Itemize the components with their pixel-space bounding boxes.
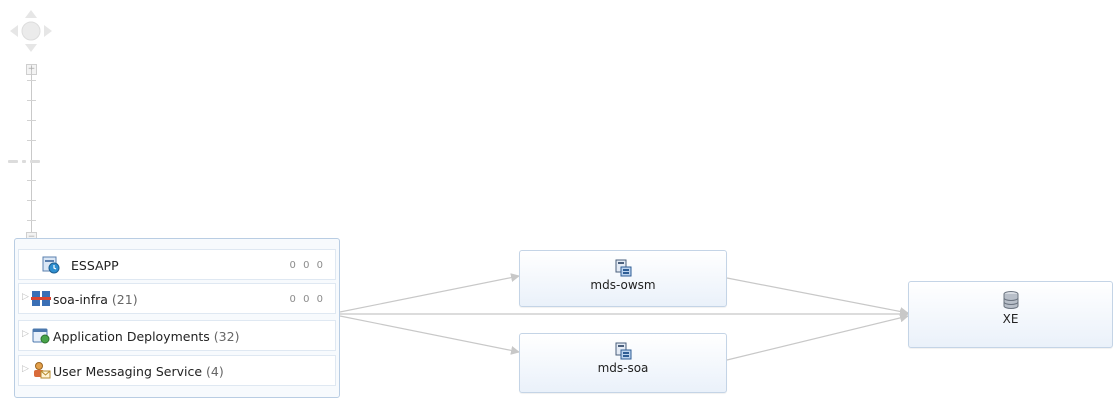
list-item-user-messaging-service[interactable]: ▷ User Messaging Service (4) — [18, 355, 336, 386]
pan-down-icon — [25, 44, 37, 52]
list-item-label: ESSAPP — [71, 258, 119, 273]
node-mds-owsm[interactable]: mds-owsm — [519, 250, 727, 307]
pan-right-icon — [44, 25, 52, 37]
expand-icon[interactable]: ▷ — [22, 292, 29, 302]
list-item-label: Application Deployments (32) — [53, 329, 240, 344]
datasource-icon — [615, 342, 632, 360]
list-item-soa-infra[interactable]: ▷ soa-infra (21) 0 0 0 — [18, 283, 336, 314]
node-label: mds-soa — [597, 361, 649, 375]
list-item-label: User Messaging Service (4) — [53, 364, 224, 379]
app-deployment-icon — [32, 328, 50, 344]
zoom-slider-thumb[interactable] — [8, 158, 52, 164]
status-counts: 0 0 0 — [289, 260, 325, 271]
expand-icon[interactable]: ▷ — [22, 364, 29, 374]
edge-panel-to-mds-owsm — [339, 273, 520, 313]
edge-mds-owsm-to-xe — [726, 277, 909, 316]
node-label: mds-owsm — [590, 278, 656, 292]
edge-panel-to-mds-soa — [339, 315, 520, 355]
list-item-application-deployments[interactable]: ▷ Application Deployments (32) — [18, 320, 336, 351]
edge-mds-soa-to-xe — [726, 313, 909, 361]
messaging-service-icon — [34, 362, 51, 379]
pan-up-icon — [25, 10, 37, 18]
zoom-slider-track[interactable] — [27, 70, 36, 238]
target-list-panel: ESSAPP 0 0 0 ▷ soa-infra (21) 0 0 0 ▷ Ap… — [14, 238, 340, 398]
soa-composite-icon — [31, 291, 51, 306]
node-label: XE — [1002, 312, 1019, 326]
pan-left-icon — [10, 25, 18, 37]
list-item-label: soa-infra (21) — [53, 292, 138, 307]
topology-edges — [339, 273, 909, 361]
scheduler-app-icon — [42, 256, 60, 274]
database-icon — [1003, 291, 1018, 309]
expand-icon[interactable]: ▷ — [22, 329, 29, 339]
pan-center-icon — [21, 21, 41, 41]
node-mds-soa[interactable]: mds-soa — [519, 333, 727, 393]
status-counts: 0 0 0 — [289, 294, 325, 305]
datasource-icon — [615, 259, 632, 277]
list-item-essapp[interactable]: ESSAPP 0 0 0 — [18, 249, 336, 280]
node-xe[interactable]: XE — [908, 281, 1113, 348]
pan-control[interactable] — [8, 8, 54, 54]
